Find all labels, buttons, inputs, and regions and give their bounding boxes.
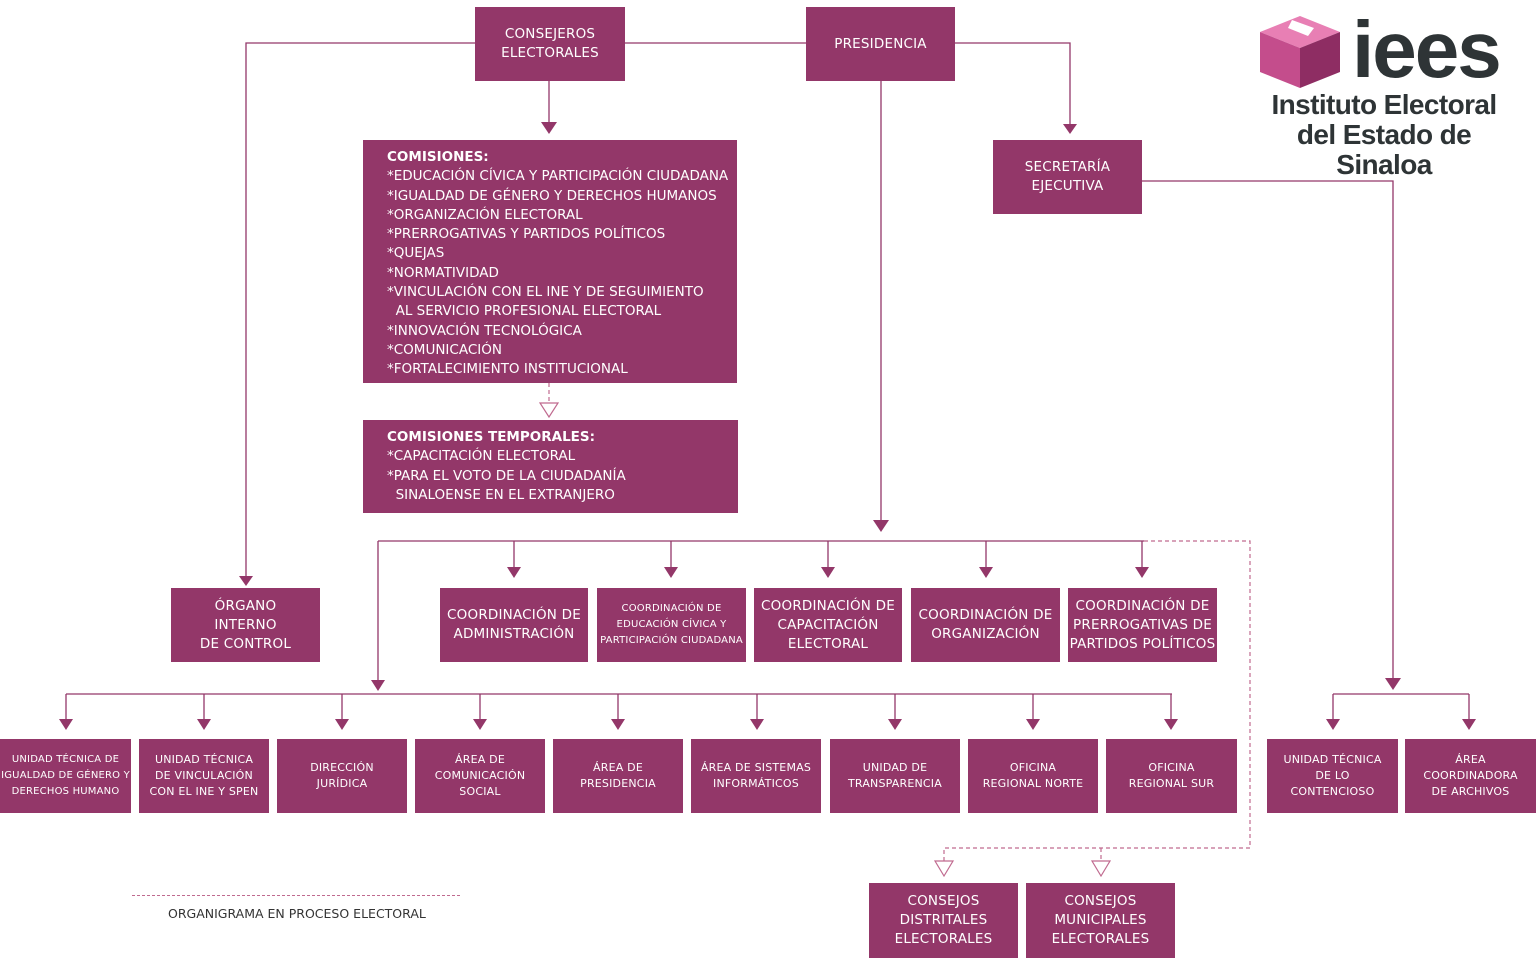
comision-item: *NORMATIVIDAD	[387, 264, 499, 281]
dashed-arrow-head	[1090, 860, 1112, 878]
logo-wordmark: iees	[1352, 5, 1502, 94]
comisiones-box: COMISIONES: *EDUCACIÓN CÍVICA Y PARTICIP…	[363, 140, 737, 383]
arrow-head	[371, 680, 385, 691]
area-comunicacion-social-box: ÁREA DE COMUNICACIÓN SOCIAL	[415, 739, 545, 813]
arrow-head	[821, 567, 835, 578]
comision-item: *EDUCACIÓN CÍVICA Y PARTICIPACIÓN CIUDAD…	[387, 168, 729, 185]
unidad-vinculacion-ine-box: UNIDAD TÉCNICA DE VINCULACIÓN CON EL INE…	[139, 739, 269, 813]
arrow-head	[1326, 719, 1340, 730]
arrow-head	[1063, 124, 1077, 134]
secretaria-ejecutiva-box: SECRETARÍA EJECUTIVA	[993, 140, 1142, 214]
oficina-regional-norte-box: OFICINA REGIONAL NORTE	[968, 739, 1098, 813]
arrow-head	[611, 719, 625, 730]
arrow-head	[873, 520, 889, 532]
coordinacion-organizacion-box: COORDINACIÓN DE ORGANIZACIÓN	[911, 588, 1060, 662]
arrow-head	[239, 576, 253, 586]
arrow-head	[1385, 678, 1401, 690]
arrow-head	[1026, 719, 1040, 730]
unidad-transparencia-box: UNIDAD DE TRANSPARENCIA	[830, 739, 960, 813]
comision-item: *IGUALDAD DE GÉNERO Y DERECHOS HUMANOS	[387, 187, 717, 204]
comision-item: *COMUNICACIÓN	[387, 341, 502, 358]
presidencia-box: PRESIDENCIA	[806, 7, 955, 81]
comision-item: *PRERROGATIVAS Y PARTIDOS POLÍTICOS	[387, 226, 666, 243]
legend-text: ORGANIGRAMA EN PROCESO ELECTORAL	[168, 906, 426, 921]
comision-temporal-item: *CAPACITACIÓN ELECTORAL	[387, 448, 576, 465]
coordinacion-prerrogativas-box: COORDINACIÓN DE PRERROGATIVAS DE PARTIDO…	[1068, 588, 1217, 662]
direccion-juridica-box: DIRECCIÓN JURÍDICA	[277, 739, 407, 813]
comision-item: *VINCULACIÓN CON EL INE Y DE SEGUIMIENTO	[387, 284, 704, 301]
institute-name: Instituto Electoral del Estado de Sinalo…	[1271, 89, 1497, 180]
coordinacion-educacion-civica-box: COORDINACIÓN DE EDUCACIÓN CÍVICA Y PARTI…	[597, 588, 746, 662]
comisiones-temporales-title: COMISIONES TEMPORALES:	[387, 429, 596, 445]
dashed-arrow-head	[538, 402, 560, 419]
organo-interno-control-box: ÓRGANO INTERNO DE CONTROL	[171, 588, 320, 662]
legend-dashed-line	[132, 895, 460, 896]
comision-item: AL SERVICIO PROFESIONAL ELECTORAL	[387, 303, 662, 320]
arrow-head	[59, 719, 73, 730]
comision-item: *INNOVACIÓN TECNOLÓGICA	[387, 322, 582, 339]
arrow-head	[979, 567, 993, 578]
unidad-contencioso-box: UNIDAD TÉCNICA DE LO CONTENCIOSO	[1267, 739, 1398, 813]
arrow-head	[1462, 719, 1476, 730]
arrow-head	[1164, 719, 1178, 730]
oficina-regional-sur-box: OFICINA REGIONAL SUR	[1106, 739, 1237, 813]
area-coordinadora-archivos-box: ÁREA COORDINADORA DE ARCHIVOS	[1405, 739, 1536, 813]
comision-temporal-item: *PARA EL VOTO DE LA CIUDADANÍA	[387, 467, 626, 484]
comisiones-title: COMISIONES:	[387, 149, 489, 165]
area-sistemas-informaticos-box: ÁREA DE SISTEMAS INFORMÁTICOS	[691, 739, 821, 813]
arrow-head	[335, 719, 349, 730]
arrow-head	[888, 719, 902, 730]
comision-item: *ORGANIZACIÓN ELECTORAL	[387, 206, 583, 223]
arrow-head	[664, 567, 678, 578]
area-presidencia-box: ÁREA DE PRESIDENCIA	[553, 739, 683, 813]
arrow-head	[507, 567, 521, 578]
arrow-head	[1135, 567, 1149, 578]
comision-temporal-item: SINALOENSE EN EL EXTRANJERO	[387, 486, 615, 503]
dashed-arrow-head	[933, 860, 955, 878]
comision-item: *FORTALECIMIENTO INSTITUCIONAL	[387, 361, 628, 378]
coordinacion-capacitacion-box: COORDINACIÓN DE CAPACITACIÓN ELECTORAL	[754, 588, 902, 662]
consejos-municipales-box: CONSEJOS MUNICIPALES ELECTORALES	[1026, 883, 1175, 958]
logo-cube-icon	[1260, 16, 1340, 88]
consejeros-electorales-box: CONSEJEROS ELECTORALES	[475, 7, 625, 81]
consejos-distritales-box: CONSEJOS DISTRITALES ELECTORALES	[869, 883, 1018, 958]
unidad-igualdad-genero-box: UNIDAD TÉCNICA DE IGUALDAD DE GÉNERO Y D…	[0, 739, 131, 813]
comision-item: *QUEJAS	[387, 245, 445, 262]
arrow-head	[473, 719, 487, 730]
arrow-head	[750, 719, 764, 730]
comisiones-temporales-box: COMISIONES TEMPORALES: *CAPACITACIÓN ELE…	[363, 420, 738, 513]
arrow-head	[541, 122, 557, 134]
arrow-head	[197, 719, 211, 730]
coordinacion-administracion-box: COORDINACIÓN DE ADMINISTRACIÓN	[440, 588, 588, 662]
